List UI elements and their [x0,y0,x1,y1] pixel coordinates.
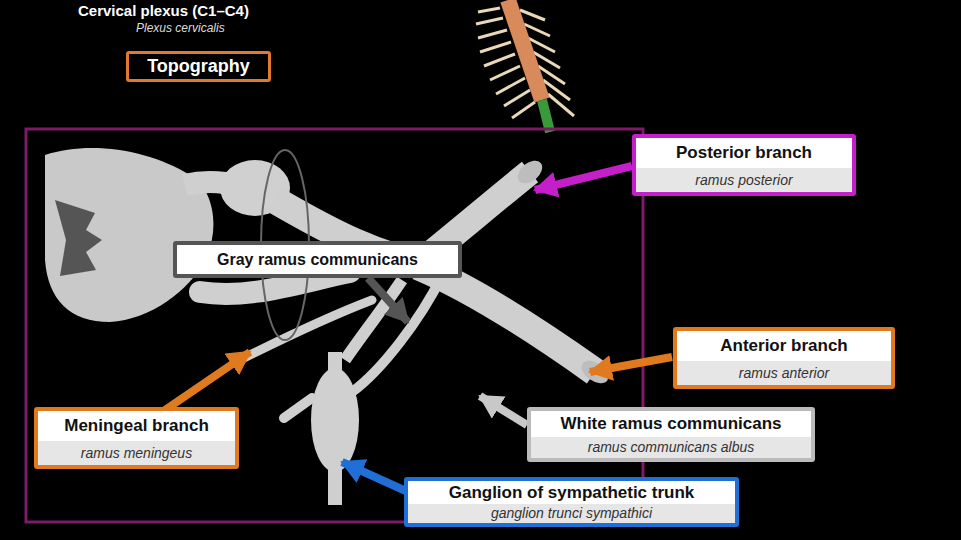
box-heading: Ganglion of sympathetic trunk [408,481,735,504]
callout-box: White ramus communicansramus communicans… [527,407,815,462]
box-heading: Topography [129,54,268,79]
callout-box: Ganglion of sympathetic trunkganglion tr… [404,477,739,527]
box-subtext: ramus communicans albus [531,437,811,458]
spine-thumbnail [476,0,574,132]
box-heading: Gray ramus communicans [177,245,458,274]
box-heading: Meningeal branch [38,411,235,441]
box-heading: Anterior branch [677,331,891,361]
diagram-title: Cervical plexus (C1–C4) [78,2,249,19]
box-heading: Posterior branch [636,138,852,168]
callout-box: Anterior branchramus anterior [673,327,895,389]
box-subtext: ramus meningeus [38,441,235,465]
box-subtext: ganglion trunci sympathici [408,504,735,523]
box-subtext: ramus posterior [636,168,852,192]
box-heading: White ramus communicans [531,411,811,437]
box-subtext: ramus anterior [677,361,891,385]
section-tag: Topography [126,51,271,82]
subtitle-label: Plexus cervicalis [136,21,225,35]
frame [26,129,643,522]
callout-box: Meningeal branchramus meningeus [34,407,239,469]
callout-box: Posterior branchramus posterior [632,134,856,196]
callout-box: Gray ramus communicans [173,241,462,278]
